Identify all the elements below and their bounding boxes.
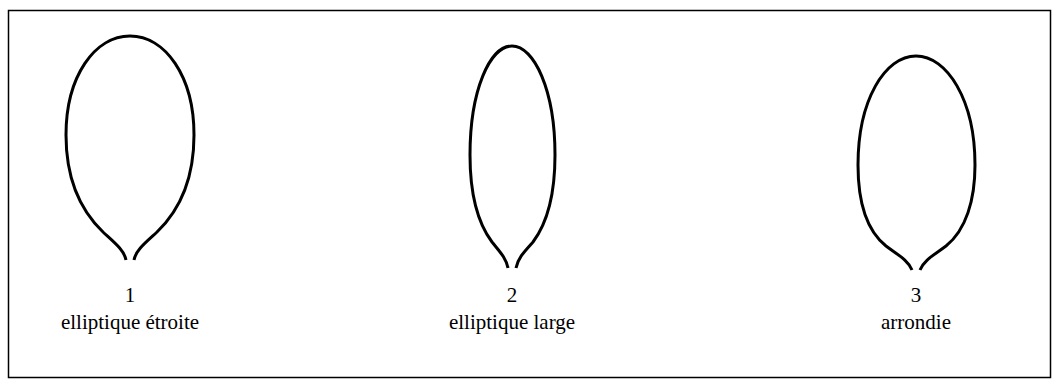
narrow-elliptic-outline <box>66 36 194 260</box>
round-outline <box>858 56 975 270</box>
callout-number: 2 <box>507 284 518 307</box>
callout-number: 1 <box>125 284 136 307</box>
shape-name: elliptique étroite <box>61 311 199 334</box>
wide-elliptic-outline <box>470 46 555 268</box>
shape-name: arrondie <box>881 311 951 334</box>
frame <box>9 11 1051 378</box>
shape-name: elliptique large <box>449 311 575 334</box>
callout-number: 3 <box>911 284 922 307</box>
